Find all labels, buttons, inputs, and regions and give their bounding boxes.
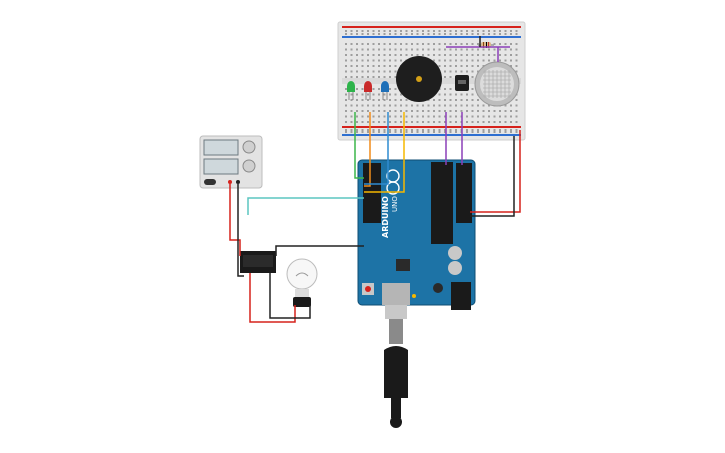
wire-red-supply[interactable] (229, 184, 241, 256)
wire-black-supply[interactable] (237, 184, 244, 277)
power-supply-switch[interactable] (204, 179, 216, 185)
gas-sensor[interactable] (474, 61, 520, 107)
arduino-capacitor (448, 246, 462, 260)
wire-red-5v[interactable] (470, 130, 521, 213)
power-supply-current-knob[interactable] (242, 159, 256, 173)
piezo-buzzer[interactable] (396, 56, 442, 102)
power-rail-top-blue (342, 36, 521, 38)
wire-orange[interactable] (364, 112, 371, 187)
power-rail-top-red (342, 26, 521, 28)
led-green[interactable] (347, 81, 355, 100)
arduino-power-header (363, 163, 381, 223)
arduino-usb-port (382, 283, 410, 305)
dc-power-supply[interactable] (199, 135, 263, 189)
usb-cable[interactable] (384, 305, 408, 428)
light-bulb[interactable] (286, 258, 318, 307)
led-red[interactable] (364, 81, 372, 100)
arduino-regulator (396, 259, 410, 271)
arduino-digital-header (456, 163, 472, 223)
wire-green[interactable] (354, 112, 364, 179)
wire-blue[interactable] (364, 112, 389, 185)
arduino-chip (431, 162, 453, 244)
gas-sensor-mesh (483, 70, 511, 98)
wire-black-relay[interactable] (275, 245, 364, 256)
sensor-module[interactable] (455, 75, 469, 91)
led-blue[interactable] (381, 81, 389, 100)
wire-teal[interactable] (247, 197, 364, 215)
power-supply-display-voltage (203, 139, 239, 156)
arduino-uno[interactable]: ARDUINO UNO (357, 159, 476, 310)
wire-black-bulb[interactable] (269, 273, 311, 319)
arduino-brand-label: ARDUINO (381, 196, 390, 238)
arduino-dc-jack (451, 282, 471, 310)
power-supply-voltage-knob[interactable] (242, 140, 256, 154)
wire-black-gnd[interactable] (470, 136, 515, 217)
arduino-model-label: UNO (391, 196, 399, 212)
power-rail-bottom-red (342, 126, 521, 128)
relay[interactable] (240, 251, 276, 273)
power-rail-bottom-blue (342, 134, 521, 136)
wire-yellow[interactable] (364, 112, 405, 193)
arduino-capacitor (448, 261, 462, 275)
power-supply-display-current (203, 158, 239, 175)
wire-red-bulb[interactable] (249, 273, 296, 323)
breadboard-holes (345, 30, 518, 133)
